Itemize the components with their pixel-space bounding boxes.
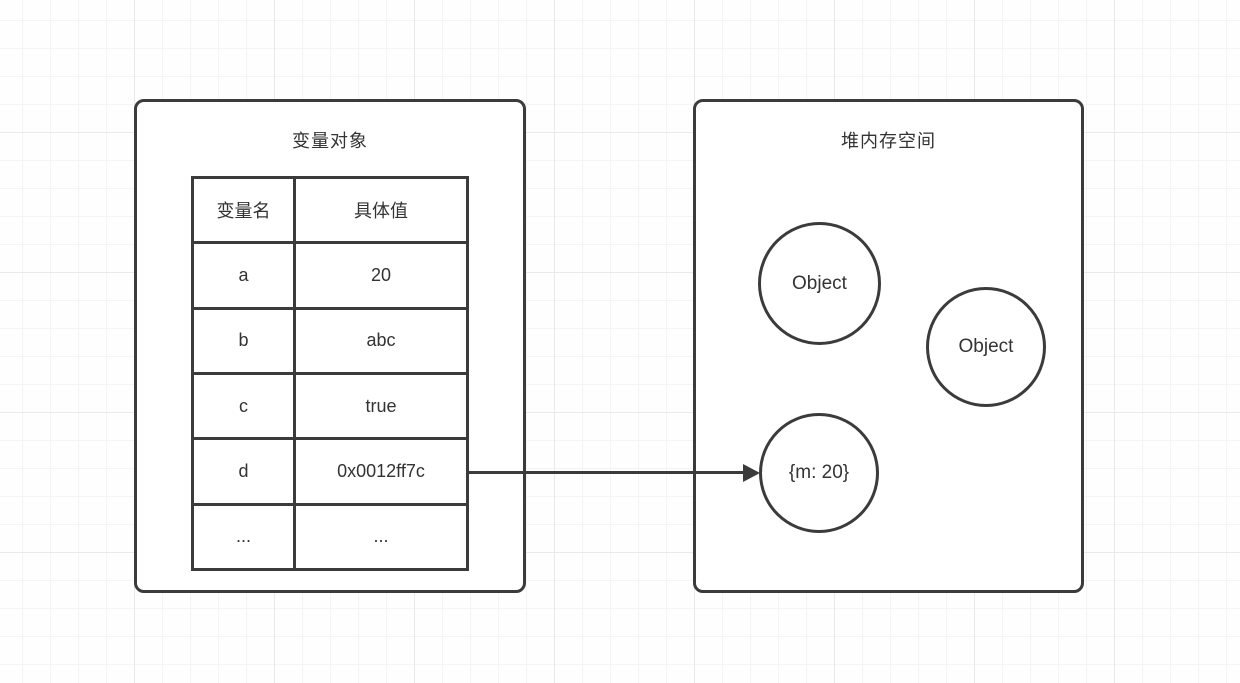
header-variable-name: 变量名 (194, 179, 296, 242)
table-row: d 0x0012ff7c (194, 440, 466, 506)
variable-table: 变量名 具体值 a 20 b abc c true d 0x0012ff7c .… (191, 176, 469, 571)
object-label: Object (958, 336, 1014, 357)
m20-object-circle: {m: 20} (759, 413, 879, 533)
cell-value: abc (366, 330, 396, 351)
variable-object-title: 变量对象 (292, 131, 368, 151)
table-row: a 20 (194, 244, 466, 310)
table-row: c true (194, 374, 466, 441)
cell-name: d (194, 440, 296, 503)
cell-value: 20 (370, 264, 392, 285)
arrow-head-icon (743, 464, 760, 482)
heap-memory-title: 堆内存空间 (841, 131, 936, 151)
table-row: ... ... (194, 505, 466, 568)
header-variable-value: 具体值 (354, 201, 408, 222)
cell-name: c (194, 374, 296, 438)
reference-arrow (469, 471, 744, 474)
variable-object-panel: 变量对象 变量名 具体值 a 20 b abc c true d 0x0012f… (134, 99, 526, 593)
table-header-row: 变量名 具体值 (194, 179, 466, 245)
cell-value: true (365, 395, 397, 416)
table-row: b abc (194, 309, 466, 375)
cell-name: b (194, 309, 296, 372)
cell-name: ... (194, 505, 296, 568)
cell-name: a (194, 244, 296, 307)
object-circle: Object (758, 222, 881, 345)
cell-value: ... (373, 526, 389, 547)
object-label: Object (792, 272, 847, 294)
cell-value: 0x0012ff7c (337, 460, 425, 481)
object-label: {m: 20} (788, 462, 850, 483)
object-circle: Object (926, 287, 1046, 407)
